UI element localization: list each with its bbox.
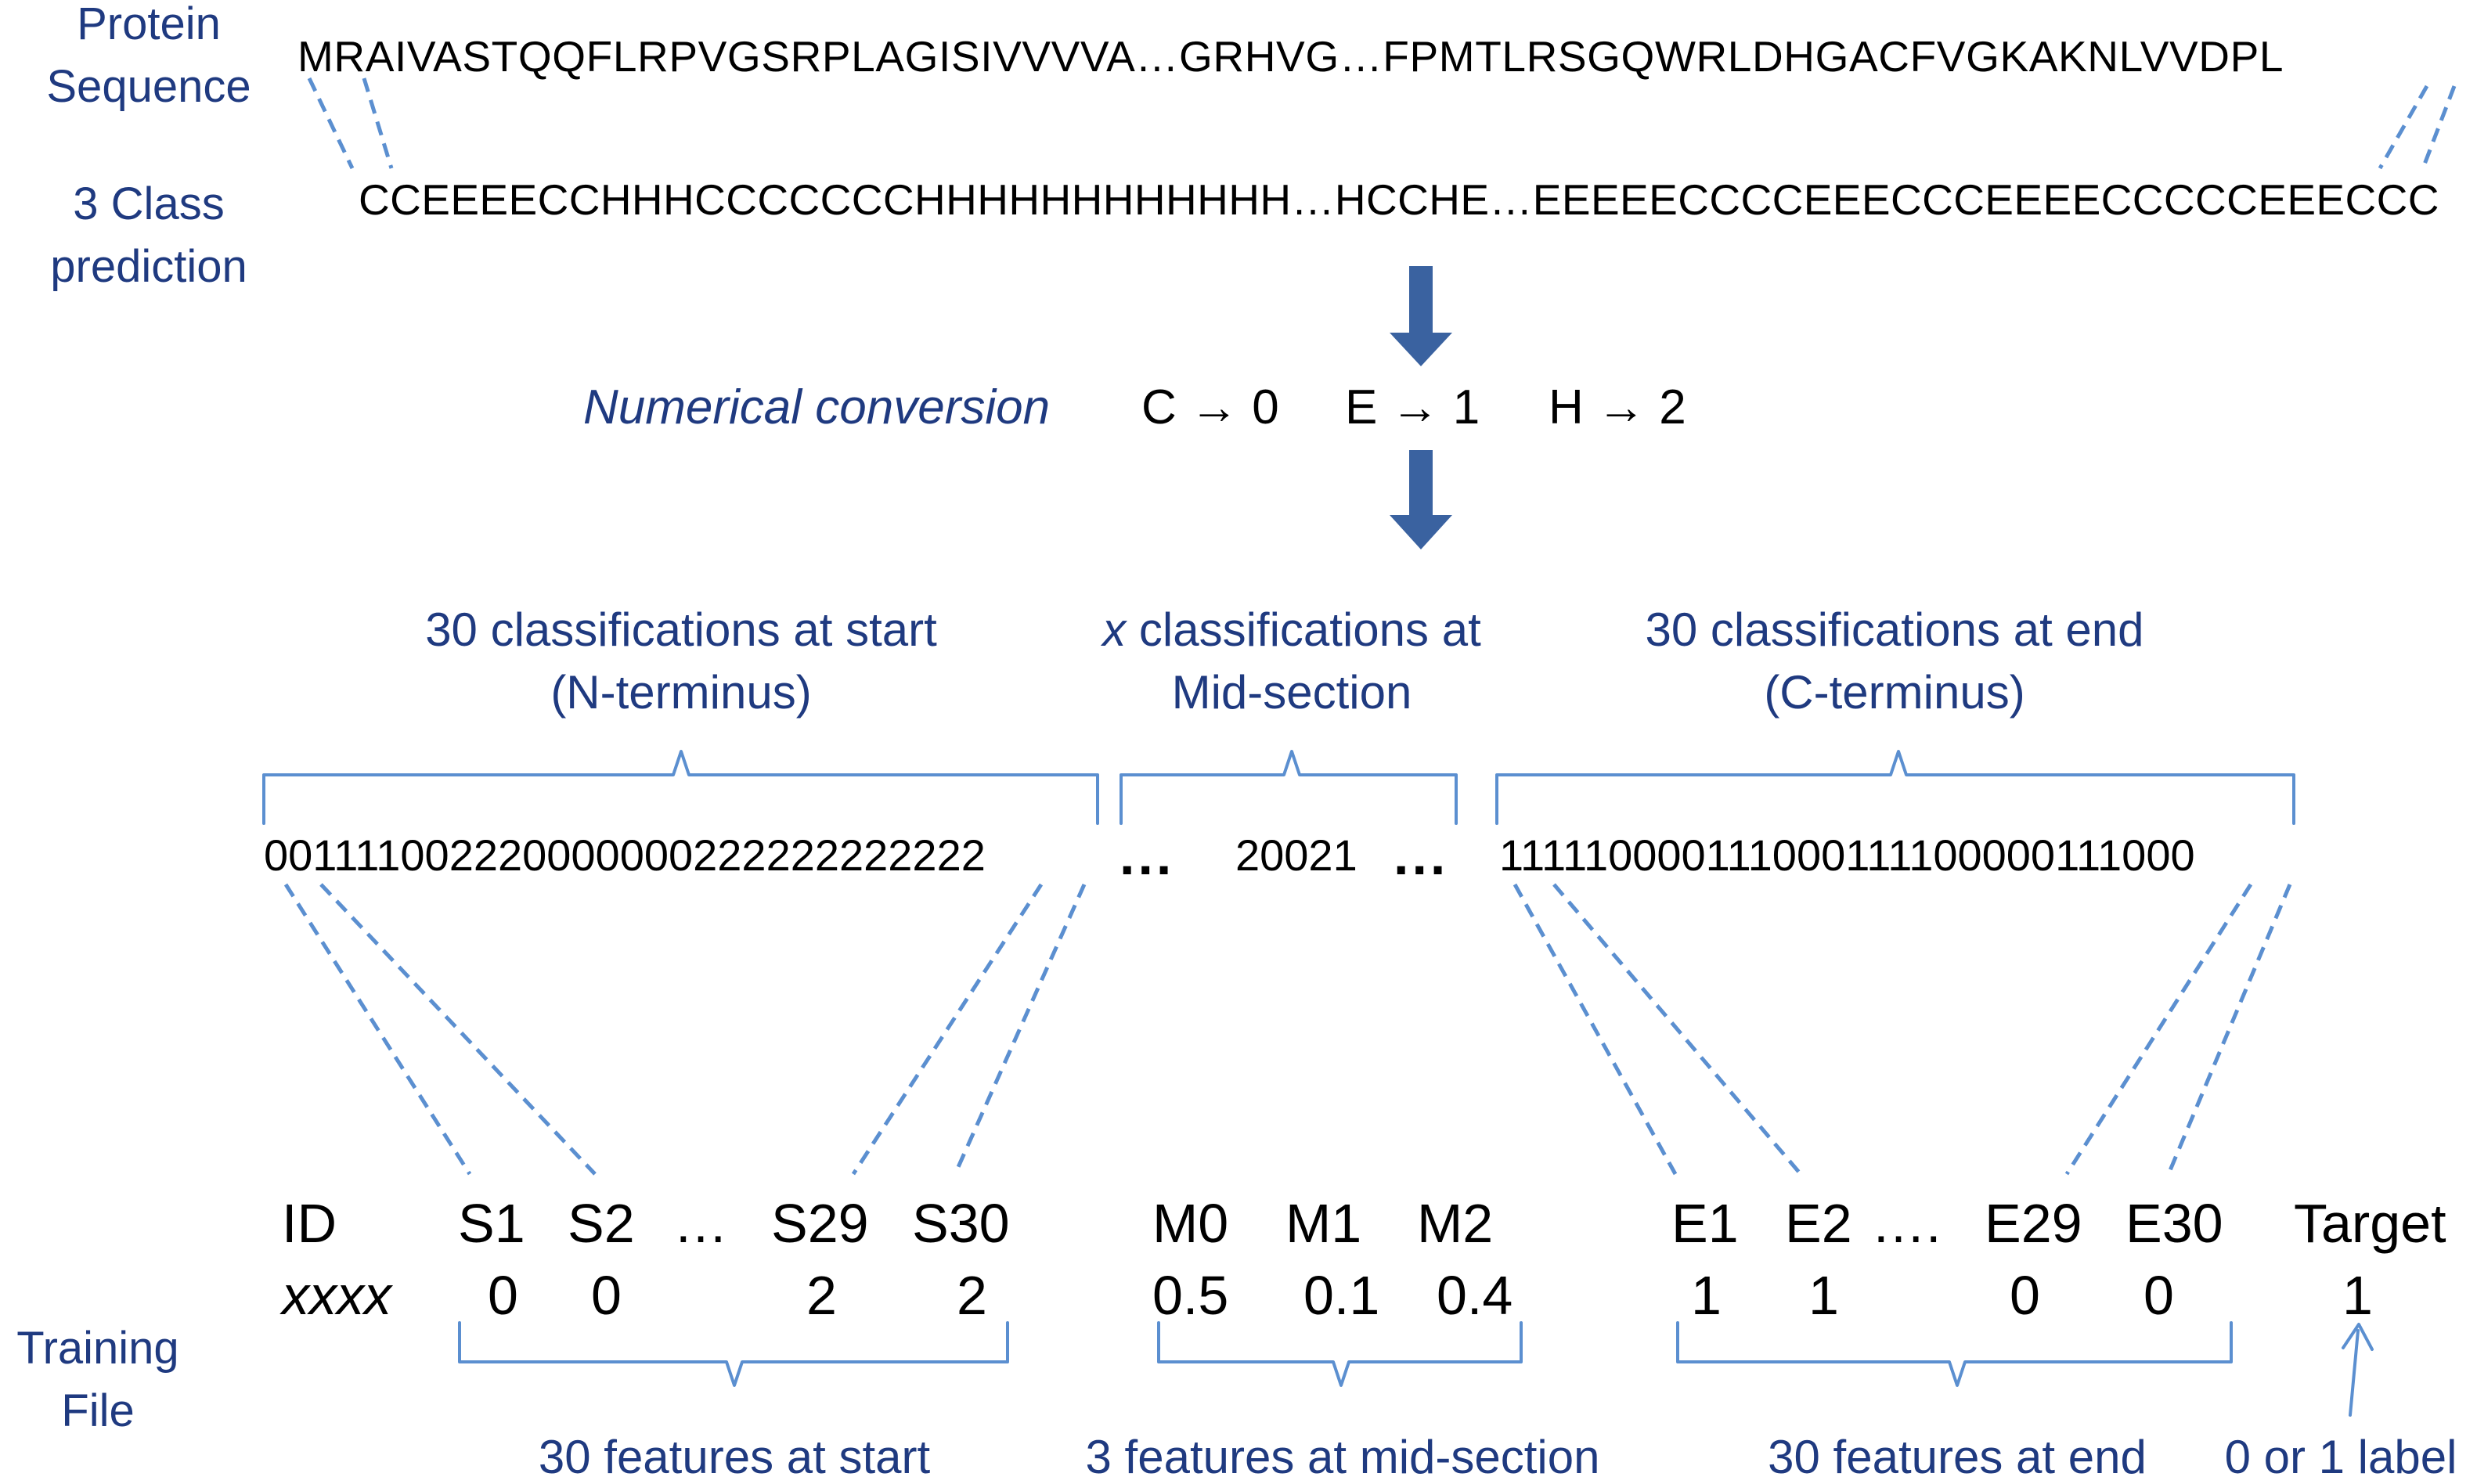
numerical-conversion-label: Numerical conversion (583, 380, 1051, 434)
value-s29: 2 (806, 1265, 837, 1326)
start-caption-line2: (N-terminus) (550, 666, 812, 719)
mid-features-caption: 3 features at mid-section (1085, 1431, 1600, 1483)
mid-classifications-caption: x classifications at Mid-section (1041, 607, 1542, 716)
mid-caption-line2: Mid-section (1171, 666, 1412, 719)
value-m0: 0.5 (1152, 1265, 1229, 1326)
brace-bottom-mid (1157, 1321, 1523, 1387)
class-prediction-sequence: CCEEEECCHHHCCCCCCCHHHHHHHHHHHH…HCCHE…EEE… (359, 175, 2439, 224)
start-classifications-caption: 30 classifications at start (N-terminus) (329, 607, 1033, 716)
dash-s30 (953, 883, 1087, 1176)
value-e2: 1 (1808, 1265, 1839, 1326)
flow-arrows (1390, 266, 1452, 549)
header-m2: M2 (1417, 1193, 1494, 1254)
dash-seq-left-1 (307, 77, 355, 170)
dashed-connectors (283, 77, 2457, 1176)
value-m2: 0.4 (1437, 1265, 1513, 1326)
header-e1: E1 (1671, 1193, 1739, 1254)
value-target: 1 (2342, 1265, 2373, 1326)
numeric-start-string: 001111002220000000222222222222 (264, 830, 986, 880)
end-caption-line2: (C-terminus) (1764, 666, 2025, 719)
value-m1: 0.1 (1303, 1265, 1380, 1326)
target-arrow-head (2342, 1323, 2374, 1351)
numeric-ellipsis-2: ... (1394, 825, 1449, 886)
header-ellipsis-start: … (673, 1193, 728, 1254)
header-e30: E30 (2125, 1193, 2223, 1254)
header-e2: E2 (1785, 1193, 1852, 1254)
training-label-line1: Training (16, 1323, 179, 1374)
brace-top-start (262, 750, 1099, 825)
dash-e30 (2166, 884, 2292, 1175)
end-classifications-caption: 30 classifications at end (C-terminus) (1542, 607, 2247, 716)
numeric-end-string: 111110000111000111100000111000 (1499, 830, 2195, 880)
down-arrow-2 (1390, 450, 1452, 549)
c-to-0-mapping: C → 0 (1141, 380, 1279, 434)
target-label-caption: 0 or 1 label (2224, 1431, 2457, 1483)
header-m0: M0 (1152, 1193, 1229, 1254)
mid-caption-line1: x classifications at (1041, 607, 1542, 654)
e-to-1-mapping: E → 1 (1345, 380, 1480, 434)
brace-bottom-end (1676, 1321, 2233, 1387)
dash-s2 (319, 883, 597, 1176)
start-features-caption: 30 features at start (538, 1431, 931, 1483)
protein-sequence-label: Protein Sequence (27, 2, 270, 110)
mid-caption-rest: classifications at (1126, 603, 1481, 656)
training-file-label: Training File (0, 1326, 196, 1434)
header-m1: M1 (1285, 1193, 1362, 1254)
brace-top-end (1495, 750, 2295, 825)
protein-sequence: MRAIVASTQQFLRPVGSRPLAGISIVVVVA…GRHVG…FPM… (297, 32, 2284, 81)
header-s2: S2 (568, 1193, 635, 1254)
value-e29: 0 (2010, 1265, 2040, 1326)
class-label-line1: 3 Class (73, 178, 225, 229)
training-label-line2: File (61, 1385, 135, 1436)
target-arrow-shaft (2349, 1329, 2360, 1417)
header-s29: S29 (771, 1193, 869, 1254)
protein-label-line1: Protein (77, 0, 221, 49)
dash-e2 (1552, 883, 1802, 1176)
end-features-caption: 30 features at end (1768, 1431, 2147, 1483)
dash-seq-right-1 (2378, 85, 2429, 170)
header-ellipsis-end: …. (1871, 1193, 1942, 1254)
class-label-line2: prediction (50, 241, 247, 292)
end-caption-line1: 30 classifications at end (1645, 603, 2144, 656)
dash-seq-right-2 (2421, 85, 2457, 169)
start-caption-line1: 30 classifications at start (425, 603, 937, 656)
dash-e29 (2064, 883, 2253, 1176)
value-s1: 0 (488, 1265, 518, 1326)
header-s1: S1 (458, 1193, 525, 1254)
value-s30: 2 (957, 1265, 987, 1326)
brace-bottom-start (458, 1321, 1009, 1387)
header-e29: E29 (1985, 1193, 2082, 1254)
numeric-ellipsis-1: ... (1120, 825, 1175, 886)
value-e1: 1 (1691, 1265, 1722, 1326)
numeric-mid-string: 20021 (1235, 830, 1357, 880)
value-e30: 0 (2143, 1265, 2174, 1326)
protein-label-line2: Sequence (46, 61, 251, 112)
down-arrow-1 (1390, 266, 1452, 366)
value-id: xxxx (282, 1265, 391, 1326)
dash-e1 (1513, 883, 1678, 1176)
three-class-label: 3 Class prediction (27, 182, 270, 290)
header-target: Target (2294, 1193, 2446, 1254)
brace-top-mid (1120, 750, 1458, 825)
value-s2: 0 (591, 1265, 622, 1326)
braces (262, 750, 2374, 1417)
mid-variable-x: x (1102, 603, 1127, 656)
dash-s29 (851, 883, 1044, 1176)
header-s30: S30 (912, 1193, 1010, 1254)
dash-seq-left-2 (362, 77, 394, 169)
header-id: ID (282, 1193, 337, 1254)
dash-s1 (283, 883, 472, 1176)
h-to-2-mapping: H → 2 (1549, 380, 1686, 434)
